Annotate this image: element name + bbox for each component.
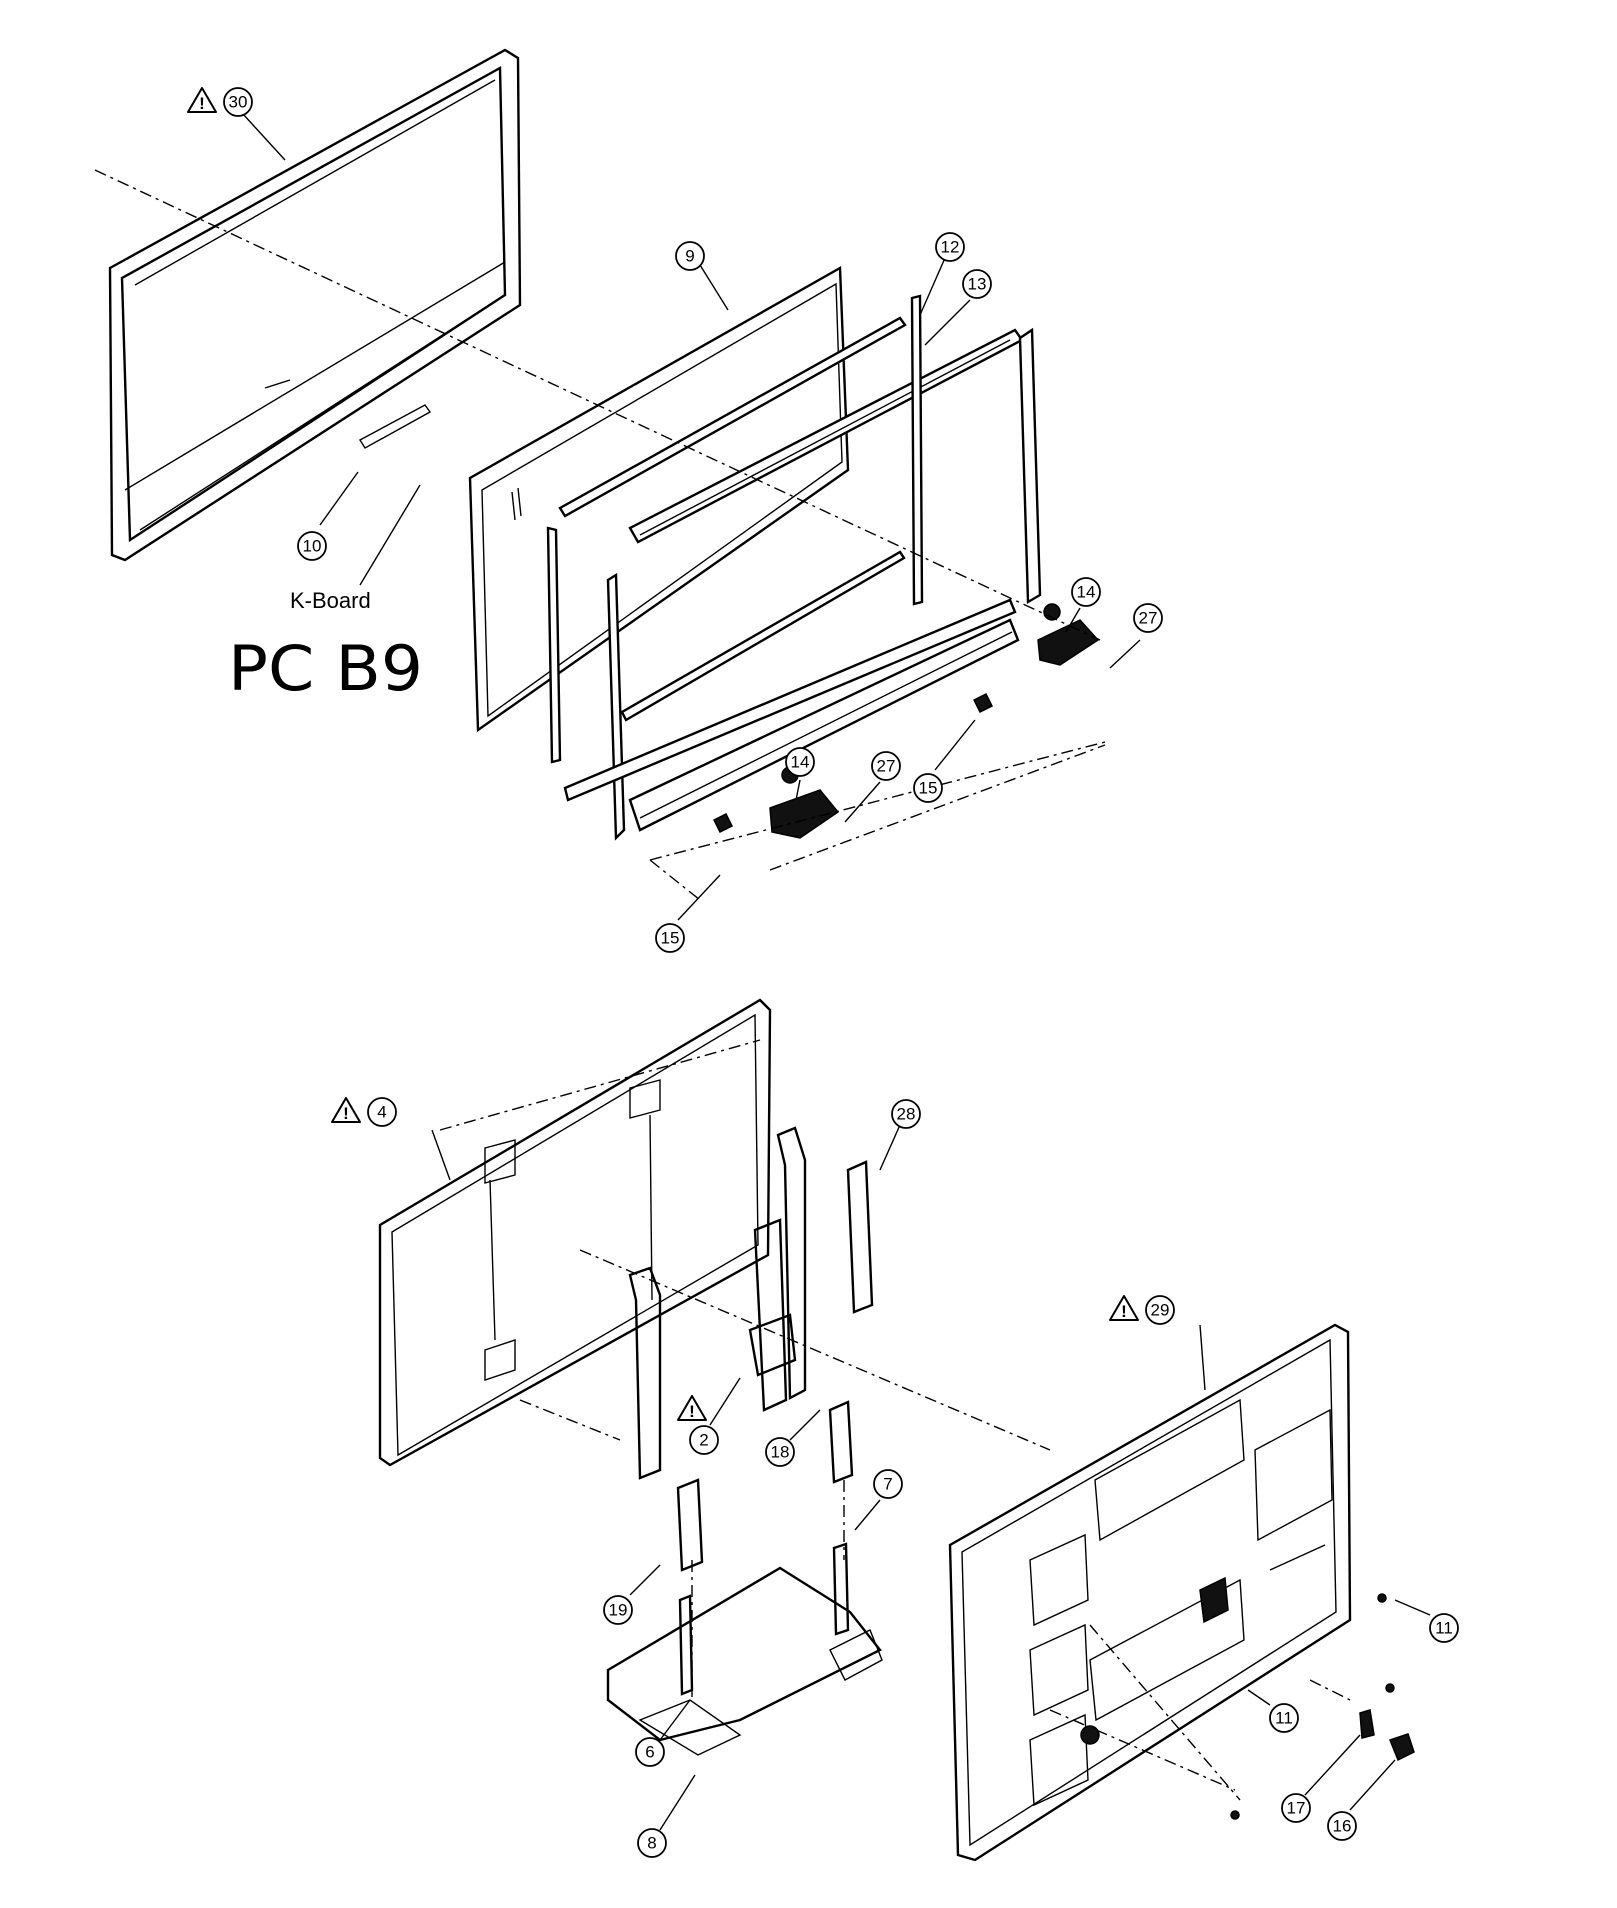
callout-16: 16 — [1327, 1811, 1357, 1841]
callout-4: ! 4 — [331, 1097, 397, 1127]
callout-15-left: 15 — [655, 923, 685, 953]
callout-label: 14 — [1077, 583, 1096, 602]
callout-27-right: 27 — [1133, 603, 1163, 633]
callout-29: ! 29 — [1109, 1295, 1175, 1325]
callout-label: 8 — [647, 1834, 656, 1853]
callout-9: 9 — [675, 241, 705, 271]
callout-label: 16 — [1333, 1817, 1352, 1836]
callout-7: 7 — [873, 1469, 903, 1499]
callout-label: 4 — [377, 1103, 386, 1122]
panel-glass — [468, 265, 850, 733]
callout-label: 29 — [1151, 1301, 1170, 1320]
callout-label: 30 — [229, 93, 248, 112]
callout-12: 12 — [935, 232, 965, 262]
warning-icon: ! — [187, 87, 217, 113]
callout-label: 14 — [791, 753, 810, 772]
callout-14-left: 14 — [785, 747, 815, 777]
callout-19: 19 — [603, 1595, 633, 1625]
callout-label: 15 — [919, 779, 938, 798]
callout-label: 18 — [771, 1443, 790, 1462]
rear-cover — [948, 1323, 1352, 1862]
callout-27-left: 27 — [871, 751, 901, 781]
k-board-label: K-Board — [290, 588, 371, 613]
warning-icon-2: ! — [677, 1395, 707, 1421]
callout-label: 28 — [897, 1105, 916, 1124]
callout-label: 7 — [883, 1475, 892, 1494]
stand-bracket-28 — [846, 1160, 874, 1314]
leader-lines — [231, 101, 1431, 1831]
stand-base — [606, 1400, 883, 1756]
callout-28: 28 — [891, 1099, 921, 1129]
callout-label: 11 — [1435, 1619, 1453, 1638]
assembly-guide-lines-lower — [519, 1249, 1351, 1801]
callout-17: 17 — [1281, 1793, 1311, 1823]
stand-uprights — [628, 1126, 807, 1480]
callout-label: 11 — [1275, 1709, 1293, 1728]
rear-chassis — [378, 998, 772, 1467]
callout-10: 10 — [297, 531, 327, 561]
stand-brackets — [712, 603, 1100, 839]
handwritten-note: PC B9 — [228, 632, 423, 705]
warning-mark: ! — [199, 94, 205, 113]
callout-18: 18 — [765, 1437, 795, 1467]
warning-mark: ! — [1121, 1302, 1127, 1321]
callout-13: 13 — [962, 269, 992, 299]
callout-14-right: 14 — [1071, 577, 1101, 607]
callout-label: 27 — [877, 757, 896, 776]
callout-label: 6 — [645, 1743, 654, 1762]
warning-mark: ! — [689, 1402, 695, 1421]
assembly-guide-lines-upper — [94, 169, 1106, 901]
callout-11-left: 11 — [1269, 1703, 1299, 1733]
callout-8: 8 — [637, 1828, 667, 1858]
warning-icon: ! — [1109, 1295, 1139, 1321]
panel-frame — [546, 294, 1042, 841]
callout-11-right: 11 — [1429, 1613, 1459, 1643]
callout-2: 2 — [689, 1425, 719, 1455]
callout-label: 27 — [1139, 609, 1158, 628]
callout-label: 19 — [609, 1601, 628, 1620]
front-bezel — [108, 48, 522, 562]
callout-label: 13 — [968, 275, 987, 294]
small-parts — [1230, 1593, 1415, 1820]
callout-30: ! 30 — [187, 87, 253, 117]
callout-label: 9 — [685, 247, 694, 266]
callout-label: 12 — [941, 238, 960, 257]
callout-15-right: 15 — [913, 773, 943, 803]
callout-label: 10 — [303, 537, 322, 556]
callout-label: 2 — [699, 1431, 708, 1450]
callout-6: 6 — [635, 1737, 665, 1767]
callout-label: 17 — [1287, 1799, 1306, 1818]
warning-icon: ! — [331, 1097, 361, 1123]
callout-label: 15 — [661, 929, 680, 948]
warning-mark: ! — [343, 1104, 349, 1123]
